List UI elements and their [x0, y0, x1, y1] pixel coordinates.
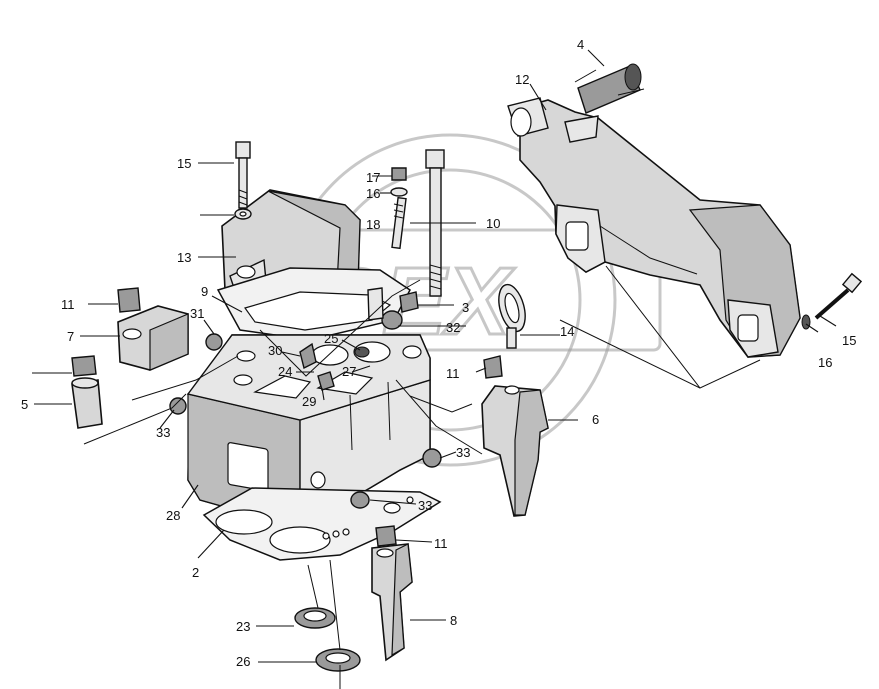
callout-7: 7	[67, 329, 74, 344]
eye-bolt-14	[498, 283, 526, 349]
part-8-support	[371, 525, 413, 662]
callout-33b: 33	[456, 445, 470, 460]
callout-8: 8	[450, 613, 457, 628]
manifold-port-hole	[737, 314, 759, 342]
stud-17-16-18	[390, 167, 408, 250]
manifold-port-hole	[565, 221, 589, 251]
callout-16b: 16	[818, 355, 832, 370]
bolt-10	[425, 149, 445, 297]
callout-25: 25	[324, 331, 338, 346]
callout-28: 28	[166, 508, 180, 523]
callout-27: 27	[342, 364, 356, 379]
callout-33a: 33	[156, 425, 170, 440]
callout-30: 30	[268, 343, 282, 358]
cylinder-head	[186, 334, 431, 530]
callout-11b: 11	[446, 366, 460, 381]
callout-12: 12	[515, 72, 529, 87]
callout-11c: 11	[434, 536, 448, 551]
callout-32: 32	[446, 320, 460, 335]
callout-33c: 33	[418, 498, 432, 513]
callout-9: 9	[201, 284, 208, 299]
callout-17: 17	[366, 170, 380, 185]
callout-10: 10	[486, 216, 500, 231]
parts-7-5	[71, 287, 189, 429]
exhaust-manifold	[507, 97, 801, 358]
callout-4: 4	[577, 37, 584, 52]
callout-29: 29	[302, 394, 316, 409]
callout-11: 11	[61, 297, 75, 312]
leader-lines	[32, 49, 837, 689]
bolt-15-right	[801, 272, 863, 330]
callout-3: 3	[462, 300, 469, 315]
callout-13: 13	[177, 250, 191, 265]
callout-labels: 4 12 15 17 16 18 10 13 9 11 3 7 31 32 25…	[21, 37, 856, 669]
callout-6: 6	[592, 412, 599, 427]
small-rings	[169, 287, 442, 509]
part-6-support	[481, 355, 549, 517]
callout-24: 24	[278, 364, 292, 379]
callout-15b: 15	[842, 333, 856, 348]
callout-2: 2	[192, 565, 199, 580]
cover-gasket-9	[216, 267, 411, 341]
head-gasket-2	[202, 487, 442, 561]
seat-rings	[294, 607, 361, 672]
bolt-15-left	[234, 141, 252, 220]
callout-23: 23	[236, 619, 250, 634]
part-4-fitting	[574, 63, 645, 114]
callout-14: 14	[560, 324, 574, 339]
callout-15: 15	[177, 156, 191, 171]
callout-31: 31	[190, 306, 204, 321]
callout-26: 26	[236, 654, 250, 669]
callout-5: 5	[21, 397, 28, 412]
manifold-outlet-hole	[510, 107, 532, 137]
callout-16: 16	[366, 186, 380, 201]
callout-18: 18	[366, 217, 380, 232]
